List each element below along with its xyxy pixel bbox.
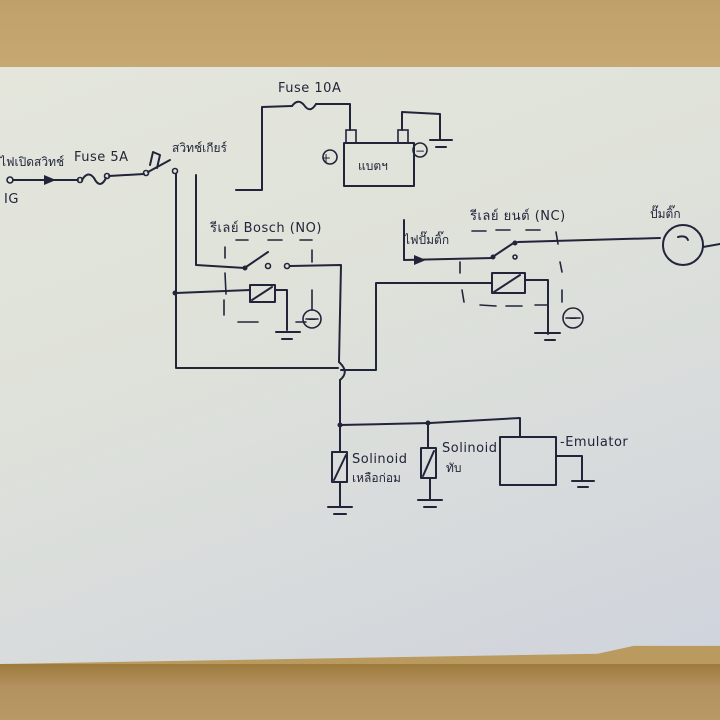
solenoid-2-sublabel: ทับ [446, 461, 462, 475]
fuel-pump [662, 224, 720, 266]
gear-switch [142, 151, 179, 177]
battery-label: แบตฯ [358, 159, 388, 173]
ig-label: IG [4, 192, 19, 207]
emulator-label: -Emulator [560, 435, 628, 450]
paper-sheet [0, 67, 720, 664]
emulator [499, 436, 595, 488]
solenoid-1 [327, 424, 353, 515]
solenoid-2-label: Solinoid [442, 441, 498, 456]
desk-surface-bottom [0, 664, 720, 720]
main-feed-wire [175, 173, 339, 369]
fuel-pump-label: ปั๊มติ๊ก [650, 205, 681, 221]
pump-source-label: ไฟปั๊มติ๊ก [403, 231, 449, 247]
battery [322, 111, 453, 187]
battery-plus-label: + [321, 151, 331, 165]
fuse-10a [235, 100, 351, 191]
relay-nc [340, 219, 661, 371]
solenoid-1-sublabel: เหลือก่อม [352, 471, 401, 485]
ig-input-line [6, 175, 79, 185]
ig-source-label: ไฟเปิดสวิทช์ [0, 155, 64, 169]
relay-nc-ground-label: − [568, 312, 577, 325]
relay-bosch-ground-label: − [307, 313, 316, 326]
solenoid-2 [417, 422, 443, 508]
solenoid-1-label: Solinoid [352, 452, 408, 467]
battery-minus-label: − [415, 144, 425, 158]
output-bus [337, 379, 521, 438]
relay-nc-label: รีเลย์ ยนต์ (NC) [469, 208, 566, 224]
relay-bosch-label: รีเลย์ Bosch (NO) [209, 220, 322, 236]
fuse-10a-label: Fuse 10A [278, 81, 341, 96]
relay-bosch [175, 174, 346, 421]
desk-surface-top [0, 0, 720, 68]
arrow-icon [414, 255, 426, 265]
fuse-5a-label: Fuse 5A [74, 150, 129, 165]
gear-switch-label: สวิทช์เกียร์ [172, 141, 228, 155]
arrow-icon [44, 175, 56, 185]
fuse-5a [76, 172, 145, 185]
